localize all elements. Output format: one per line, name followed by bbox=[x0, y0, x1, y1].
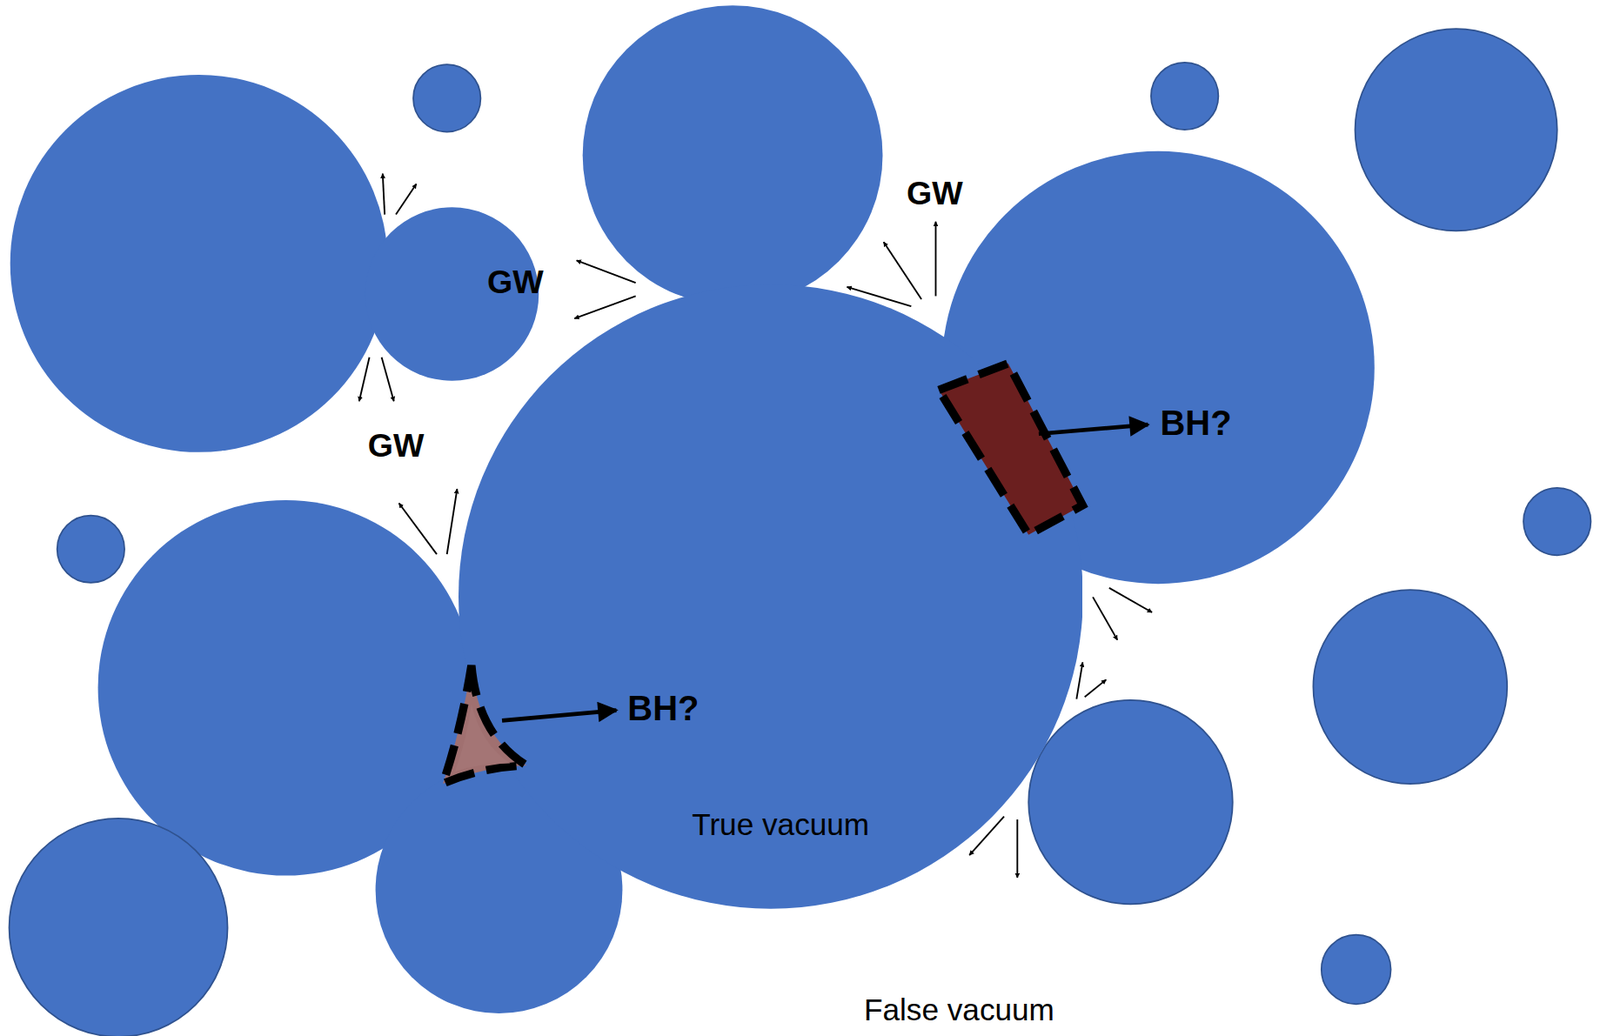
gw-label: GW bbox=[368, 428, 425, 464]
merged-bubbles bbox=[10, 5, 1375, 1014]
isolated-bubbles bbox=[9, 28, 1592, 1036]
gw-label: GW bbox=[487, 264, 544, 301]
region-label: True vacuum bbox=[691, 807, 870, 842]
region-label: False vacuum bbox=[863, 993, 1055, 1028]
true-vacuum-bubble: True vacuum bbox=[458, 284, 1084, 910]
gw-label: GW bbox=[906, 175, 964, 212]
bh-label: BH? bbox=[627, 689, 699, 729]
bh-label: BH? bbox=[1160, 404, 1232, 443]
